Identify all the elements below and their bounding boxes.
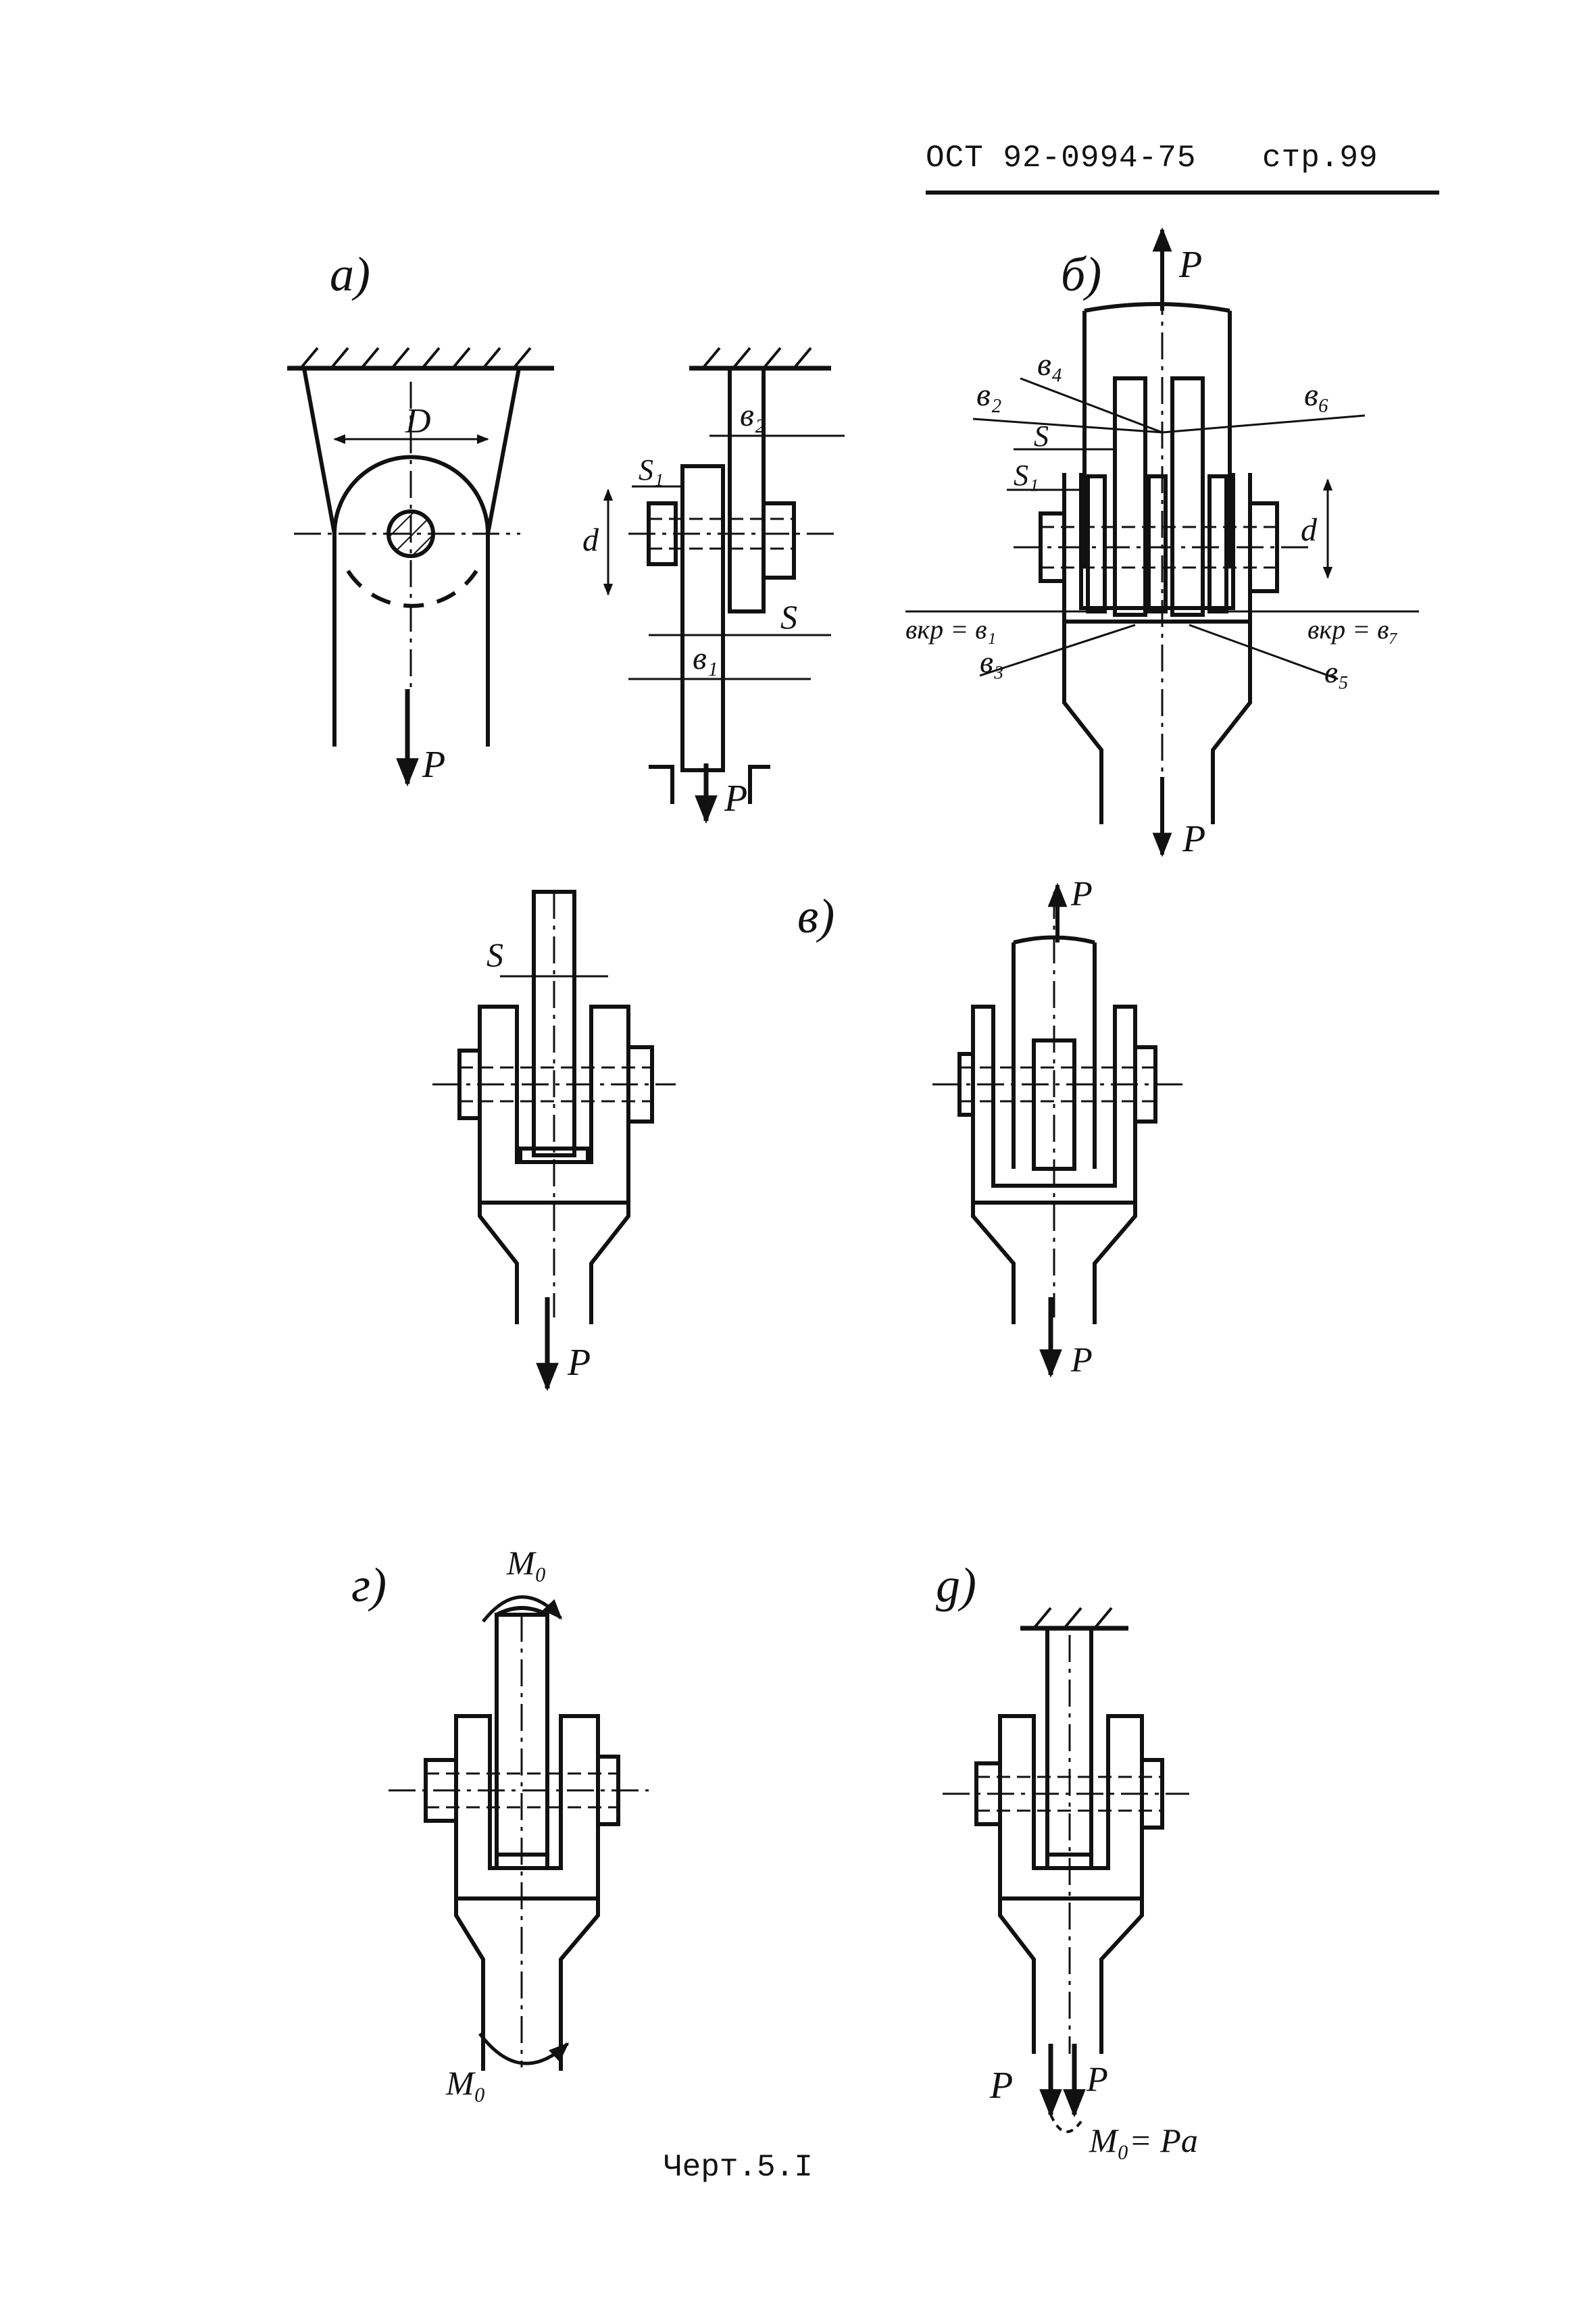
- v-s-label: S: [487, 936, 503, 974]
- view-v-letter: в): [797, 889, 834, 943]
- view-b-letter: б): [1061, 247, 1101, 301]
- moment-top-label: M₀: [506, 1544, 547, 1582]
- moment-bottom-label: M₀: [445, 2064, 486, 2102]
- b-b2-label: в₂: [976, 377, 1002, 413]
- bkr-b1-label: вкр = в₁: [905, 614, 996, 645]
- diameter-label: D: [405, 402, 431, 441]
- v-right-force-top-label: P: [1070, 875, 1093, 913]
- disc-arc-top: [332, 455, 490, 534]
- b5-label: в₅: [1324, 655, 1349, 689]
- view-v: в) P S P P: [432, 875, 1182, 1392]
- tongue-1: [1113, 376, 1147, 617]
- b-d-label: d: [1301, 512, 1318, 548]
- pin-head-right: [762, 501, 796, 580]
- view-d: g) P P M₀= Pa: [936, 1558, 1198, 2159]
- moment-equation-label: M₀= Pa: [1089, 2121, 1198, 2159]
- tongue-2: [1170, 376, 1205, 617]
- b6-label: в₆: [1304, 377, 1330, 413]
- v-right-force-bottom-label: P: [1070, 1341, 1093, 1380]
- b2-label: в₂: [740, 397, 766, 433]
- standard-number: ОСТ 92-0994-75: [926, 141, 1197, 176]
- view-a: а) D P: [287, 247, 554, 787]
- force-label: P: [422, 744, 445, 786]
- b-s-label: S: [1034, 420, 1049, 453]
- b3-label: в₃: [980, 645, 1004, 679]
- view-b: б) P P в₄ в₂ в₆ S S₁: [905, 227, 1419, 860]
- v-left-force-label: P: [567, 1342, 591, 1384]
- upper-plate: [728, 366, 766, 613]
- figure-caption: Черт.5.I: [664, 2150, 813, 2185]
- disc-arc-hidden: [346, 570, 478, 608]
- view-a-side: P в₂ S₁ d S в₁: [582, 347, 845, 824]
- view-d-letter: g): [936, 1558, 976, 1612]
- support-hatching: [299, 347, 532, 370]
- d-force-right-label: P: [1086, 2061, 1108, 2099]
- page-number: стр.99: [1262, 141, 1378, 176]
- s1-label: S₁: [639, 453, 664, 486]
- moment-arrow-bottom: [478, 2032, 570, 2065]
- s-label: S: [780, 598, 797, 636]
- view-g-letter: г): [351, 1558, 386, 1612]
- header-rule: [926, 191, 1439, 195]
- lower-plate: [680, 464, 725, 772]
- side-force-label: P: [724, 778, 747, 820]
- b-force-bottom-label: P: [1182, 818, 1205, 860]
- moment-arrow-top: [482, 1595, 563, 1623]
- b4-label: в₄: [1037, 347, 1063, 382]
- b-force-top-label: P: [1178, 244, 1202, 286]
- d-force-left-label: P: [989, 2065, 1013, 2107]
- bkr-b7-label: вкр = в₇: [1307, 614, 1398, 645]
- view-g: г) M₀ M₀: [351, 1544, 649, 2102]
- d-label: d: [582, 522, 599, 558]
- view-a-letter: а): [330, 247, 370, 301]
- b-s1-label: S₁: [1014, 459, 1039, 492]
- b1-label: в₁: [693, 640, 718, 676]
